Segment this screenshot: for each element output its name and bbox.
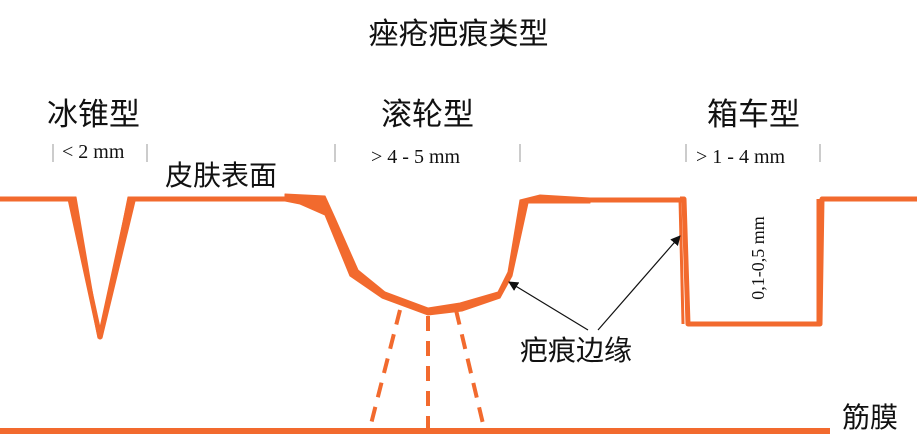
ice-pick-scar [69, 196, 137, 339]
boxcar-depth-label: 0,1-0,5 mm [748, 216, 768, 300]
fibrous-band-left [368, 309, 402, 429]
boxcar-scar [680, 196, 917, 327]
rolling-scar [284, 193, 591, 316]
fibrous-band-right [454, 309, 486, 429]
fascia-label: 筋膜 [842, 401, 899, 434]
scar-edge-arrows [508, 235, 681, 331]
ice-pick-label: 冰锥型 [47, 97, 140, 133]
boxcar-label: 箱车型 [707, 97, 800, 133]
ice-pick-size: < 2 mm [62, 141, 125, 163]
arrow-to-boxcar-edge [597, 235, 681, 331]
scar-edge-label: 疤痕边缘 [520, 334, 633, 367]
rolling-label: 滚轮型 [381, 97, 474, 133]
boxcar-size: > 1 - 4 mm [696, 146, 786, 168]
diagram-title: 痤疮疤痕类型 [368, 17, 549, 52]
fibrous-bands [368, 309, 486, 429]
skin-profile [0, 193, 917, 340]
boxcar-wall-left [678, 198, 685, 325]
arrow-to-rolling-edge [508, 281, 589, 331]
surface-line-left [0, 196, 326, 340]
skin-surface-label: 皮肤表面 [165, 159, 278, 192]
dimension-ticks [52, 144, 821, 162]
rolling-size: > 4 - 5 mm [371, 146, 461, 168]
